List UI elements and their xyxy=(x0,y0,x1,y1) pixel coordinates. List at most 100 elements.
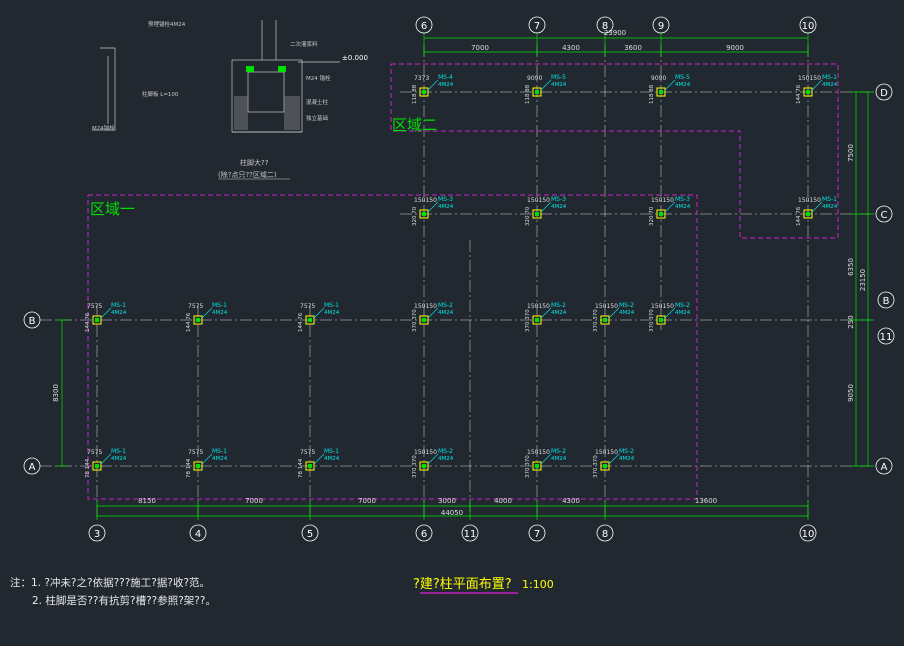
dim-bottom-5: 4000 xyxy=(494,497,512,505)
column-core-3 xyxy=(422,318,426,322)
column-bolt-8: 4M24 xyxy=(212,456,228,462)
column-core-1 xyxy=(196,318,200,322)
column-offset-12: 370 370 xyxy=(593,455,599,478)
axis-grid xyxy=(40,45,870,520)
column-base-17 xyxy=(419,87,429,97)
column-core-9 xyxy=(308,464,312,468)
column-base-0 xyxy=(92,315,102,325)
axis-3: 3 xyxy=(94,529,100,540)
general-notes: 注：1. ?冲未?之?依据???施工?据?收?范。 2. 柱脚是否??有抗剪?槽… xyxy=(10,574,216,610)
column-leader-15 xyxy=(664,201,676,213)
dim-bottom-1: 8150 xyxy=(138,497,156,505)
axis-6-bottom: 6 xyxy=(421,529,427,540)
axis-10-top: 10 xyxy=(802,21,815,32)
column-base-9 xyxy=(305,461,315,471)
column-bolt-19: 4M24 xyxy=(675,82,691,88)
axis-5: 5 xyxy=(307,529,313,540)
column-core-20 xyxy=(806,90,810,94)
axis-6-top: 6 xyxy=(421,21,427,32)
region-two-label: 区域二 xyxy=(392,116,437,134)
dim-bottom-7: 13600 xyxy=(695,497,717,505)
axis-b-left: B xyxy=(29,316,36,327)
axis-d-right: D xyxy=(880,88,888,99)
column-core-6 xyxy=(659,318,663,322)
dim-bottom-2: 7000 xyxy=(245,497,263,505)
axis-9-top: 9 xyxy=(658,21,664,32)
column-offset-13: 320 70 xyxy=(412,206,418,226)
column-pad-17: 7373 xyxy=(414,75,429,82)
dim-right-total: 23150 xyxy=(859,269,867,291)
column-pad-6: 150150 xyxy=(651,303,674,310)
column-offset-2: 144 76 xyxy=(298,312,304,332)
column-pad-14: 150150 xyxy=(527,197,550,204)
column-tag-18: MS-5 xyxy=(551,74,566,81)
column-leader-7 xyxy=(100,453,112,465)
column-tag-16: MS-1 xyxy=(822,196,837,203)
column-offset-5: 370 370 xyxy=(593,309,599,332)
column-pad-5: 150150 xyxy=(595,303,618,310)
footing-detail: 预埋锚栓4M24 二次灌浆料 M24 锚栓 混凝土柱 柱脚板 L=100 独立基… xyxy=(92,20,368,180)
column-bolt-10: 4M24 xyxy=(438,456,454,462)
column-tag-17: MS-4 xyxy=(438,74,453,81)
column-tag-7: MS-1 xyxy=(111,448,126,455)
column-leader-12 xyxy=(608,453,620,465)
column-base-11 xyxy=(532,461,542,471)
column-offset-4: 370 370 xyxy=(525,309,531,332)
column-core-13 xyxy=(422,212,426,216)
column-base-1 xyxy=(193,315,203,325)
column-pad-8: 7575 xyxy=(188,449,203,456)
column-bolt-18: 4M24 xyxy=(551,82,567,88)
axis-a-left: A xyxy=(29,462,36,473)
detail-note-2: 二次灌浆料 xyxy=(290,40,318,48)
column-pad-1: 7575 xyxy=(188,303,203,310)
column-offset-11: 370 370 xyxy=(525,455,531,478)
column-bolt-6: 4M24 xyxy=(675,310,691,316)
column-pad-4: 150150 xyxy=(527,303,550,310)
column-leader-9 xyxy=(313,453,325,465)
column-base-14 xyxy=(532,209,542,219)
axis-11-right: 11 xyxy=(880,332,893,343)
column-pad-16: 150150 xyxy=(798,197,821,204)
column-pad-12: 150150 xyxy=(595,449,618,456)
column-bolt-3: 4M24 xyxy=(438,310,454,316)
column-tag-5: MS-2 xyxy=(619,302,634,309)
column-pad-3: 150150 xyxy=(414,303,437,310)
column-leader-20 xyxy=(811,79,823,91)
column-base-6 xyxy=(656,315,666,325)
axis-c-right: C xyxy=(881,210,888,221)
dim-bottom-total: 44050 xyxy=(441,509,463,517)
detail-note-3: M24 锚栓 xyxy=(306,74,331,82)
column-base-15 xyxy=(656,209,666,219)
column-bolt-0: 4M24 xyxy=(111,310,127,316)
column-tag-3: MS-2 xyxy=(438,302,453,309)
drawing-title: ?建?柱平面布置? xyxy=(413,577,512,592)
dim-right-2: 6350 xyxy=(847,258,855,276)
column-tag-8: MS-1 xyxy=(212,448,227,455)
dim-top-1: 7000 xyxy=(471,44,489,52)
column-leader-19 xyxy=(664,79,676,91)
detail-elevation: ±0.000 xyxy=(342,54,368,62)
column-core-0 xyxy=(95,318,99,322)
column-pad-10: 150150 xyxy=(414,449,437,456)
column-tag-0: MS-1 xyxy=(111,302,126,309)
column-leader-17 xyxy=(427,79,439,91)
dim-top-total: 23900 xyxy=(604,29,626,37)
axis-7-top: 7 xyxy=(534,21,540,32)
column-bolt-12: 4M24 xyxy=(619,456,635,462)
column-offset-1: 144 76 xyxy=(186,312,192,332)
note-line-1: 注：1. ?冲未?之?依据???施工?据?收?范。 xyxy=(10,577,211,589)
column-core-7 xyxy=(95,464,99,468)
column-bolt-2: 4M24 xyxy=(324,310,340,316)
column-tag-4: MS-2 xyxy=(551,302,566,309)
axis-11-bottom: 11 xyxy=(464,529,477,540)
column-offset-9: 78 144 xyxy=(298,458,304,478)
column-offset-14: 320 70 xyxy=(525,206,531,226)
column-offset-3: 370 370 xyxy=(412,309,418,332)
column-bolt-4: 4M24 xyxy=(551,310,567,316)
dim-bottom-3: 7000 xyxy=(358,497,376,505)
axis-7-bottom: 7 xyxy=(534,529,540,540)
column-core-19 xyxy=(659,90,663,94)
column-base-12 xyxy=(600,461,610,471)
column-offset-19: 118 88 xyxy=(649,84,655,104)
detail-caption-2: (除?点只??区域二) xyxy=(218,170,277,179)
